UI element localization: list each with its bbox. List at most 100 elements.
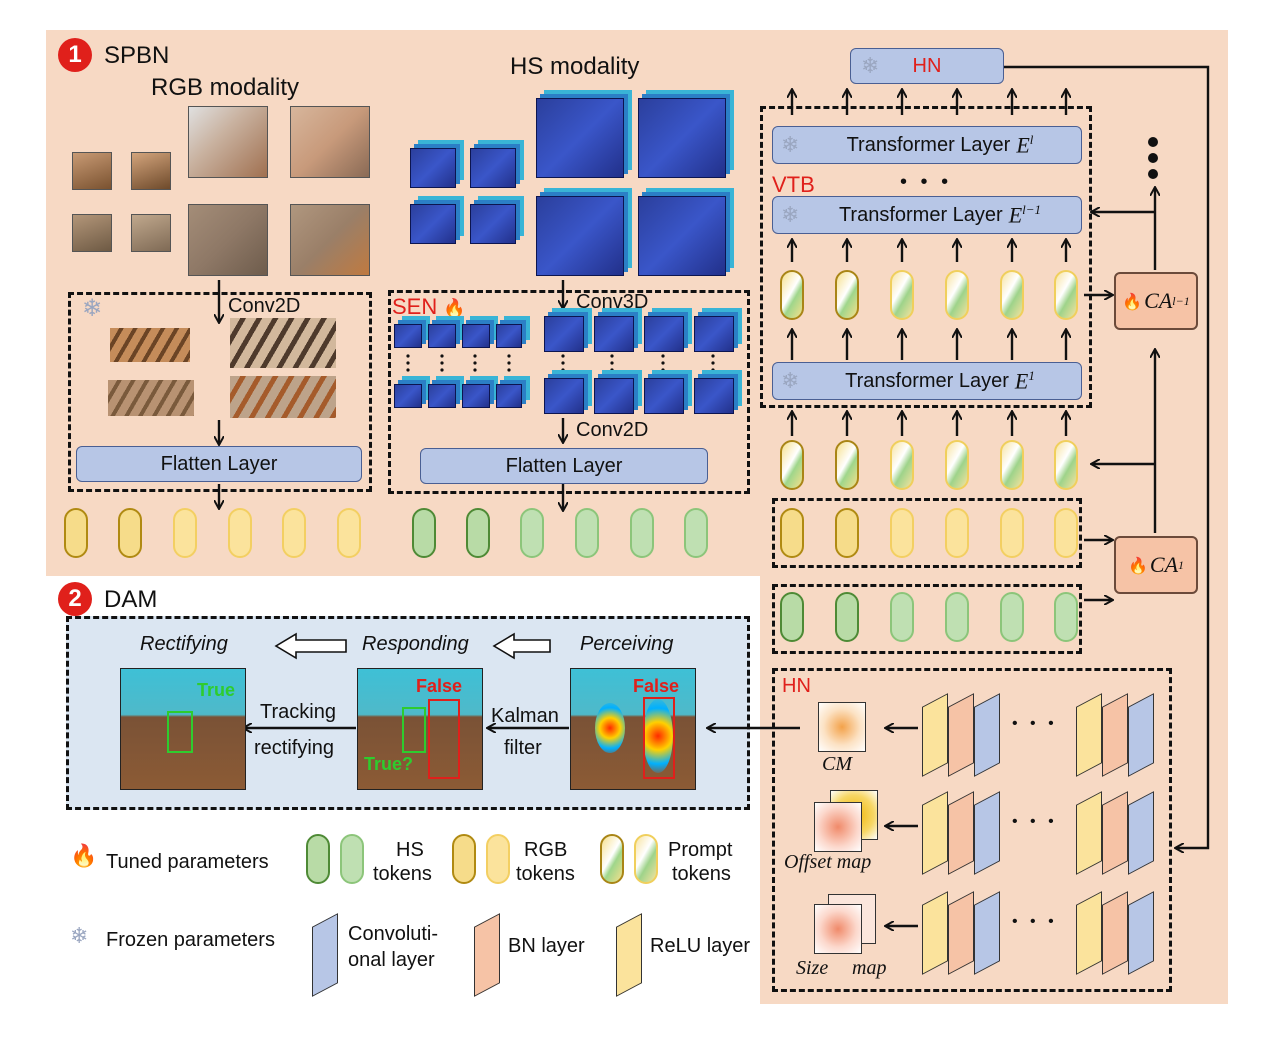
rgb-frozen-snowflake-icon: ❄ bbox=[82, 294, 103, 322]
snowflake-icon-mid: ❄ bbox=[781, 202, 800, 228]
hn-row3-ellipsis: • • • bbox=[1012, 913, 1058, 930]
hs-token-r2 bbox=[835, 592, 859, 642]
size-label: Size bbox=[796, 957, 829, 979]
sen-cube-b8 bbox=[694, 378, 734, 414]
offset-map-front bbox=[814, 802, 862, 852]
cm-map bbox=[818, 702, 866, 752]
sup-top: l bbox=[1029, 131, 1034, 147]
rgb-patch-2 bbox=[131, 152, 171, 190]
rgb-token-1 bbox=[64, 508, 88, 558]
heatmap-blob-1 bbox=[595, 703, 625, 753]
hs-cube-1 bbox=[410, 148, 456, 188]
hs-token-3 bbox=[520, 508, 544, 558]
hs-token-5 bbox=[630, 508, 654, 558]
hs-cube-7 bbox=[536, 196, 624, 276]
bn-block bbox=[948, 791, 974, 875]
prompt-token-4 bbox=[945, 440, 969, 490]
hs-token-r5 bbox=[1000, 592, 1024, 642]
cm-label: CM bbox=[822, 753, 852, 775]
hn-box bbox=[772, 668, 1172, 992]
legend-prompt-token-light bbox=[634, 834, 658, 884]
rgb-token-3 bbox=[173, 508, 197, 558]
sen-box bbox=[388, 290, 750, 494]
hs-cube-4 bbox=[470, 204, 516, 244]
offset-map-label: Offset map bbox=[784, 851, 872, 873]
dam-badge-number: 2 bbox=[68, 585, 82, 612]
rgb-token-r4 bbox=[945, 508, 969, 558]
sen-label: SEN 🔥 bbox=[392, 296, 466, 318]
spbn-badge: 1 bbox=[58, 38, 92, 72]
sen-cube-b6 bbox=[594, 378, 634, 414]
relu-block bbox=[1076, 693, 1102, 777]
sen-cube-a6 bbox=[428, 384, 456, 408]
rgb-feature-stack-3 bbox=[108, 380, 194, 416]
sup-bot: 1 bbox=[1028, 367, 1035, 383]
vtb-ellipsis: • • • bbox=[900, 171, 953, 193]
rgb-patch-3 bbox=[72, 214, 112, 252]
legend-rgb-token-dark bbox=[452, 834, 476, 884]
snowflake-icon-bot: ❄ bbox=[781, 368, 800, 394]
spbn-badge-number: 1 bbox=[68, 41, 82, 68]
layer-mid-text: Transformer Layer bbox=[838, 203, 1003, 226]
rgb-token-r1 bbox=[780, 508, 804, 558]
conv-block bbox=[974, 791, 1000, 875]
kalman-label: Kalman bbox=[491, 705, 559, 727]
ca-upper-text: CA bbox=[1144, 288, 1173, 313]
conv2d-hs-label: Conv2D bbox=[576, 419, 649, 441]
bn-block bbox=[1102, 693, 1128, 777]
hs-token-6 bbox=[684, 508, 708, 558]
hs-cube-8 bbox=[638, 196, 726, 276]
rgb-conv-box bbox=[68, 292, 372, 492]
bn-block bbox=[1102, 791, 1128, 875]
rgb-token-r3 bbox=[890, 508, 914, 558]
bn-block bbox=[1102, 891, 1128, 975]
sen-cube-b1 bbox=[544, 316, 584, 352]
rectifying2-label: rectifying bbox=[254, 737, 335, 759]
true-label-b: True? bbox=[364, 754, 414, 774]
conv2d-label: Conv2D bbox=[228, 295, 301, 317]
sen-cube-b5 bbox=[544, 378, 584, 414]
hs-token-1 bbox=[412, 508, 436, 558]
layer-top-var: El bbox=[1016, 132, 1033, 158]
rgb-patch-4 bbox=[131, 214, 171, 252]
relu-block bbox=[922, 693, 948, 777]
var-e-mid: E bbox=[1008, 202, 1023, 228]
prompt-token-vtb-3 bbox=[890, 270, 914, 320]
prompt-token-vtb-2 bbox=[835, 270, 859, 320]
rgb-frame-2 bbox=[290, 106, 370, 178]
dam-frame-perceiving: False bbox=[570, 668, 696, 790]
rgb-token-r5 bbox=[1000, 508, 1024, 558]
conv-block bbox=[974, 891, 1000, 975]
dam-badge: 2 bbox=[58, 582, 92, 616]
flatten-layer-rgb: Flatten Layer bbox=[76, 446, 362, 482]
rgb-token-r6 bbox=[1054, 508, 1078, 558]
layer-mid-var: El−1 bbox=[1009, 202, 1041, 228]
false-label-b: False bbox=[416, 676, 463, 696]
ca-upper-sup: l−1 bbox=[1172, 293, 1190, 308]
rgb-feature-stack-2 bbox=[230, 318, 336, 368]
sen-cube-a1 bbox=[394, 324, 422, 348]
dam-frame-rectified: True bbox=[120, 668, 246, 790]
conv-block bbox=[1128, 891, 1154, 975]
hn-snowflake-icon: ❄ bbox=[861, 53, 880, 79]
sen-cube-a7 bbox=[462, 384, 490, 408]
prompt-token-vtb-1 bbox=[780, 270, 804, 320]
snowflake-icon-top: ❄ bbox=[781, 132, 800, 158]
legend-hs-2: tokens bbox=[373, 863, 432, 885]
rgb-feature-stack-4 bbox=[230, 376, 336, 418]
spbn-title: SPBN bbox=[104, 42, 170, 69]
rectifying-label: Rectifying bbox=[140, 633, 228, 655]
legend-prompt-2: tokens bbox=[672, 863, 731, 885]
legend-snowflake-icon: ❄ bbox=[70, 924, 89, 949]
vtb-box bbox=[760, 106, 1092, 408]
rgb-modality-label: RGB modality bbox=[151, 74, 300, 101]
transformer-layer-mid: ❄ Transformer Layer El−1 bbox=[772, 196, 1082, 234]
vtb-label: VTB bbox=[772, 172, 815, 197]
rgb-feature-stack-1 bbox=[110, 328, 190, 362]
legend-relu: ReLU layer bbox=[650, 935, 751, 957]
transformer-layer-top: ❄ Transformer Layer El bbox=[772, 126, 1082, 164]
ca-lower-flame-icon: 🔥 bbox=[1127, 555, 1148, 575]
rgb-token-5 bbox=[282, 508, 306, 558]
filter-label: filter bbox=[504, 737, 542, 759]
